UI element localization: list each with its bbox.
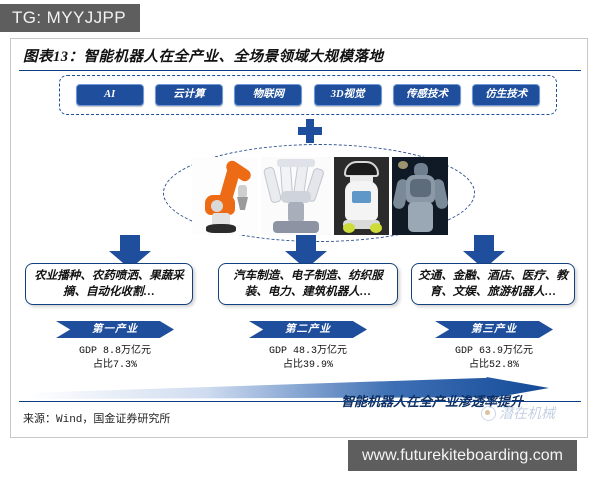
url-overlay: www.futurekiteboarding.com [348,440,577,471]
surgical-robot-image [261,157,331,235]
tech-chip-ai[interactable]: AI [75,84,144,106]
industry-banner-tertiary: 第三产业 [435,321,553,338]
gdp-value-primary: GDP 8.8万亿元 [78,346,151,357]
gdp-figures-secondary: GDP 48.3万亿元 占比39.9% [233,345,383,373]
tg-handle-overlay: TG: MYYJJPP [0,4,140,32]
figure-container: 图表13：智能机器人在全产业、全场景领域大规模落地 AI 云计算 物联网 3D视… [10,38,588,438]
source-divider [19,401,581,402]
watermark-logo-icon [481,405,496,421]
scenario-box-secondary-industry: 汽车制造、电子制造、纺织服装、电力、建筑机器人… [218,263,398,305]
plus-icon [298,119,322,143]
industrial-arm-robot-image [192,157,258,235]
tech-chip-iot[interactable]: 物联网 [234,84,303,106]
service-robot-image [334,157,389,235]
tech-chip-sensing[interactable]: 传感技术 [392,84,461,106]
gdp-figures-tertiary: GDP 63.9万亿元 占比52.8% [419,345,569,373]
industry-banner-secondary: 第二产业 [249,321,367,338]
scenario-box-tertiary-industry: 交通、金融、酒店、医疗、教育、文娱、旅游机器人… [411,263,575,305]
scenario-box-primary-industry: 农业播种、农药喷洒、果蔬采摘、自动化收割… [25,263,193,305]
gdp-figures-primary: GDP 8.8万亿元 占比7.3% [40,345,190,373]
gdp-value-secondary: GDP 48.3万亿元 [268,346,347,357]
figure-source: 来源：Wind，国金证券研究所 [23,414,171,426]
industry-banner-primary: 第一产业 [56,321,174,338]
title-divider [19,70,581,71]
tech-chip-bionics[interactable]: 仿生技术 [472,84,541,106]
robot-image-group [181,151,459,235]
gdp-share-primary: 占比7.3% [92,360,137,371]
watermark: 潜在机械 [481,403,555,423]
gdp-value-tertiary: GDP 63.9万亿元 [454,346,533,357]
tech-chip-cloud-computing[interactable]: 云计算 [154,84,223,106]
gdp-share-tertiary: 占比52.8% [468,360,519,371]
watermark-text: 潜在机械 [499,407,555,422]
figure-title: 图表13：智能机器人在全产业、全场景领域大规模落地 [23,49,384,65]
humanoid-robot-image [392,157,448,235]
technology-enablers-box: AI 云计算 物联网 3D视觉 传感技术 仿生技术 [59,75,557,115]
tech-chip-3d-vision[interactable]: 3D视觉 [313,84,382,106]
gdp-share-secondary: 占比39.9% [282,360,333,371]
robot-ellipse-outline [163,144,475,242]
